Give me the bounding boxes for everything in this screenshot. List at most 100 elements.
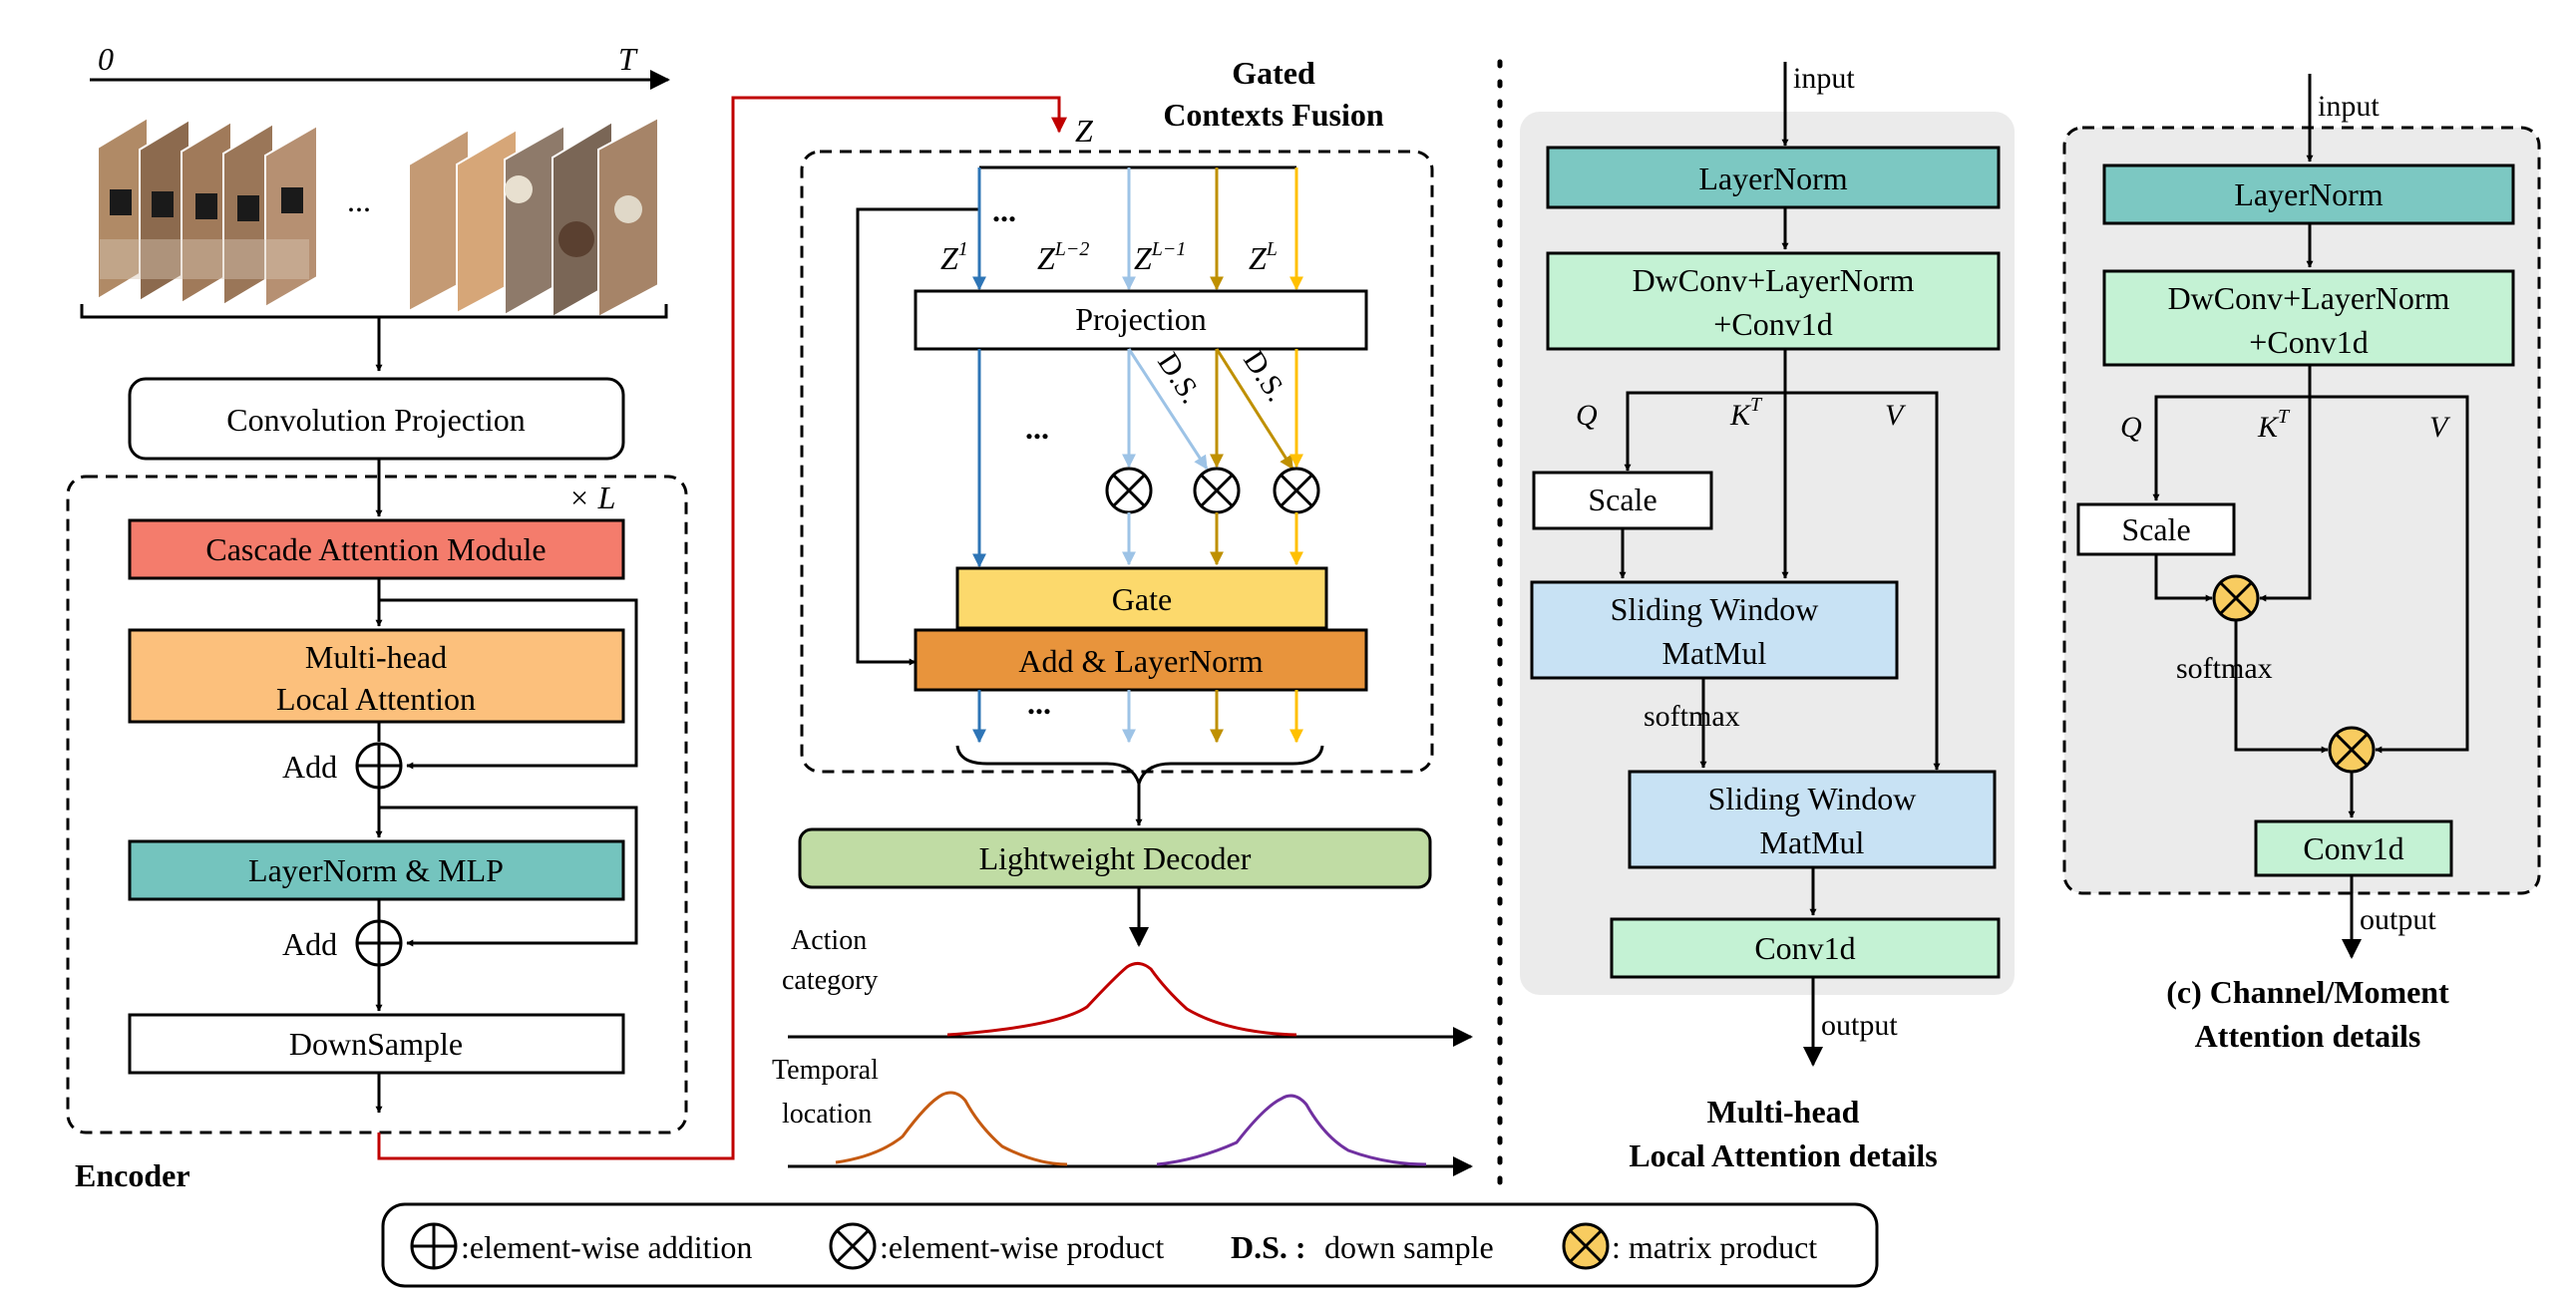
mhla-input-label: input [1793,62,1855,95]
video-frames-left [97,116,318,309]
temporal-peak-curve-1 [835,1091,1068,1166]
encoder-section: 0 T ... [66,41,688,1193]
cma-conv1d-box [2254,819,2453,877]
gcf-title-line1: Gated [1232,55,1315,91]
mhla-output-label: output [1821,1009,1898,1042]
mhla-v-label: V [1885,399,1907,432]
matrix-product-icon [2328,726,2376,774]
frames-bracket [80,304,668,319]
mhla-layernorm-label: LayerNorm [1698,161,1847,196]
cma-softmax-label: softmax [2176,652,2273,685]
temporal-location-line1: Temporal [772,1055,879,1086]
element-wise-product-icon [1105,467,1153,514]
legend-box [381,1202,1879,1288]
mhla-swm1-line2: MatMul [1662,635,1767,671]
repeat-label: × L [568,480,615,515]
legend-ds-text: down sample [1324,1229,1494,1265]
cma-scale-box [2076,502,2236,556]
convolution-projection-label: Convolution Projection [226,402,526,438]
action-category-line2: category [782,965,878,996]
add-label-1: Add [282,749,337,785]
mhla-dwconv-line2: +Conv1d [1713,306,1832,342]
element-wise-product-icon [829,1222,877,1270]
mhla-layernorm-box [1546,146,2001,209]
cma-conv1d-label: Conv1d [2303,830,2403,866]
cma-layernorm-label: LayerNorm [2234,176,2383,212]
ds-label-2: D.S. [1237,345,1293,408]
element-wise-product-icon [1273,467,1320,514]
time-axis-start: 0 [98,41,114,77]
mhla-softmax-label: softmax [1644,700,1740,733]
gated-contexts-fusion: Gated Contexts Fusion Z ... Z1 ZL−2 ZL−1… [772,55,1473,1176]
cma-dwconv-line1: DwConv+LayerNorm [2168,280,2450,316]
legend-matrix-text: : matrix product [1612,1229,1817,1265]
zl1-label: ZL−1 [1134,238,1186,276]
layernorm-mlp-label: LayerNorm & MLP [248,852,504,888]
mhla-line1: Multi-head [305,639,447,675]
cma-dwconv-box [2102,269,2515,367]
ds-label-1: D.S. [1151,347,1208,410]
legend: :element-wise addition :element-wise pro… [381,1202,1879,1288]
action-peak-curve [946,962,1297,1037]
legend-product-text: :element-wise product [880,1229,1164,1265]
z1-label: Z1 [940,238,968,276]
mhla-caption-line1: Multi-head [1707,1094,1860,1130]
zl-label: ZL [1249,238,1278,276]
cascade-attention-label: Cascade Attention Module [205,531,546,567]
convolution-projection-box [128,377,625,461]
legend-ds-key: D.S. : [1231,1229,1306,1265]
cma-scale-label: Scale [2121,511,2190,547]
element-wise-product-icon [1193,467,1241,514]
cma-caption-line2: Attention details [2195,1018,2421,1054]
projection-label: Projection [1075,301,1207,337]
gcf-title-line2: Contexts Fusion [1163,97,1384,133]
dots-bottom: ... [1027,685,1051,721]
legend-addition-text: :element-wise addition [461,1229,752,1265]
layernorm-mlp-box [128,839,625,901]
mhla-k-label: KT [1729,394,1763,432]
dots-mid: ... [1025,410,1049,446]
mhla-caption-line2: Local Attention details [1629,1137,1937,1173]
mhla-swm2-line2: MatMul [1760,824,1865,860]
mhla-details: input LayerNorm DwConv+LayerNorm +Conv1d… [1520,62,2015,1173]
add-icon [410,1222,458,1270]
frames-ellipsis: ... [347,182,371,218]
mhla-swm1-box [1530,580,1899,680]
cma-input-label: input [2318,90,2380,123]
temporal-location-line2: location [782,1099,872,1130]
matrix-product-icon [2212,574,2260,622]
lightweight-decoder-box [798,827,1432,889]
gate-box [955,566,1328,630]
downsample-box [128,1013,625,1075]
add-icon [355,742,403,790]
add-icon [355,919,403,967]
downsample-label: DownSample [289,1026,463,1062]
encoder-title: Encoder [75,1157,190,1193]
cascade-attention-box [128,518,625,580]
dots-top: ... [992,192,1016,228]
mhla-dwconv-line1: DwConv+LayerNorm [1633,262,1915,298]
mhla-q-label: Q [1576,399,1598,432]
gate-label: Gate [1112,581,1172,617]
channel-moment-details: input LayerNorm DwConv+LayerNorm +Conv1d… [2062,74,2541,1054]
cma-k-label: KT [2257,406,2291,444]
add-label-2: Add [282,926,337,962]
temporal-peak-curve-2 [1156,1094,1427,1166]
decoder-label: Lightweight Decoder [979,840,1252,876]
mhla-swm2-line1: Sliding Window [1708,781,1917,816]
time-axis-end: T [618,41,638,77]
fusion-brace [955,745,1324,790]
mhla-dwconv-box [1546,251,2001,351]
multihead-local-attention-box [128,628,625,724]
cma-dwconv-line2: +Conv1d [2249,324,2368,360]
add-layernorm-label: Add & LayerNorm [1018,643,1263,679]
video-frames-right [408,116,659,319]
cma-caption-line1: (c) Channel/Moment [2166,974,2449,1010]
mhla-scale-label: Scale [1588,482,1656,517]
encoder-to-fusion-connector [377,96,1067,1160]
action-category-line1: Action [791,925,867,956]
zl2-label: ZL−2 [1037,238,1089,276]
mhla-conv1d-label: Conv1d [1754,930,1855,966]
cma-v-label: V [2429,411,2451,444]
